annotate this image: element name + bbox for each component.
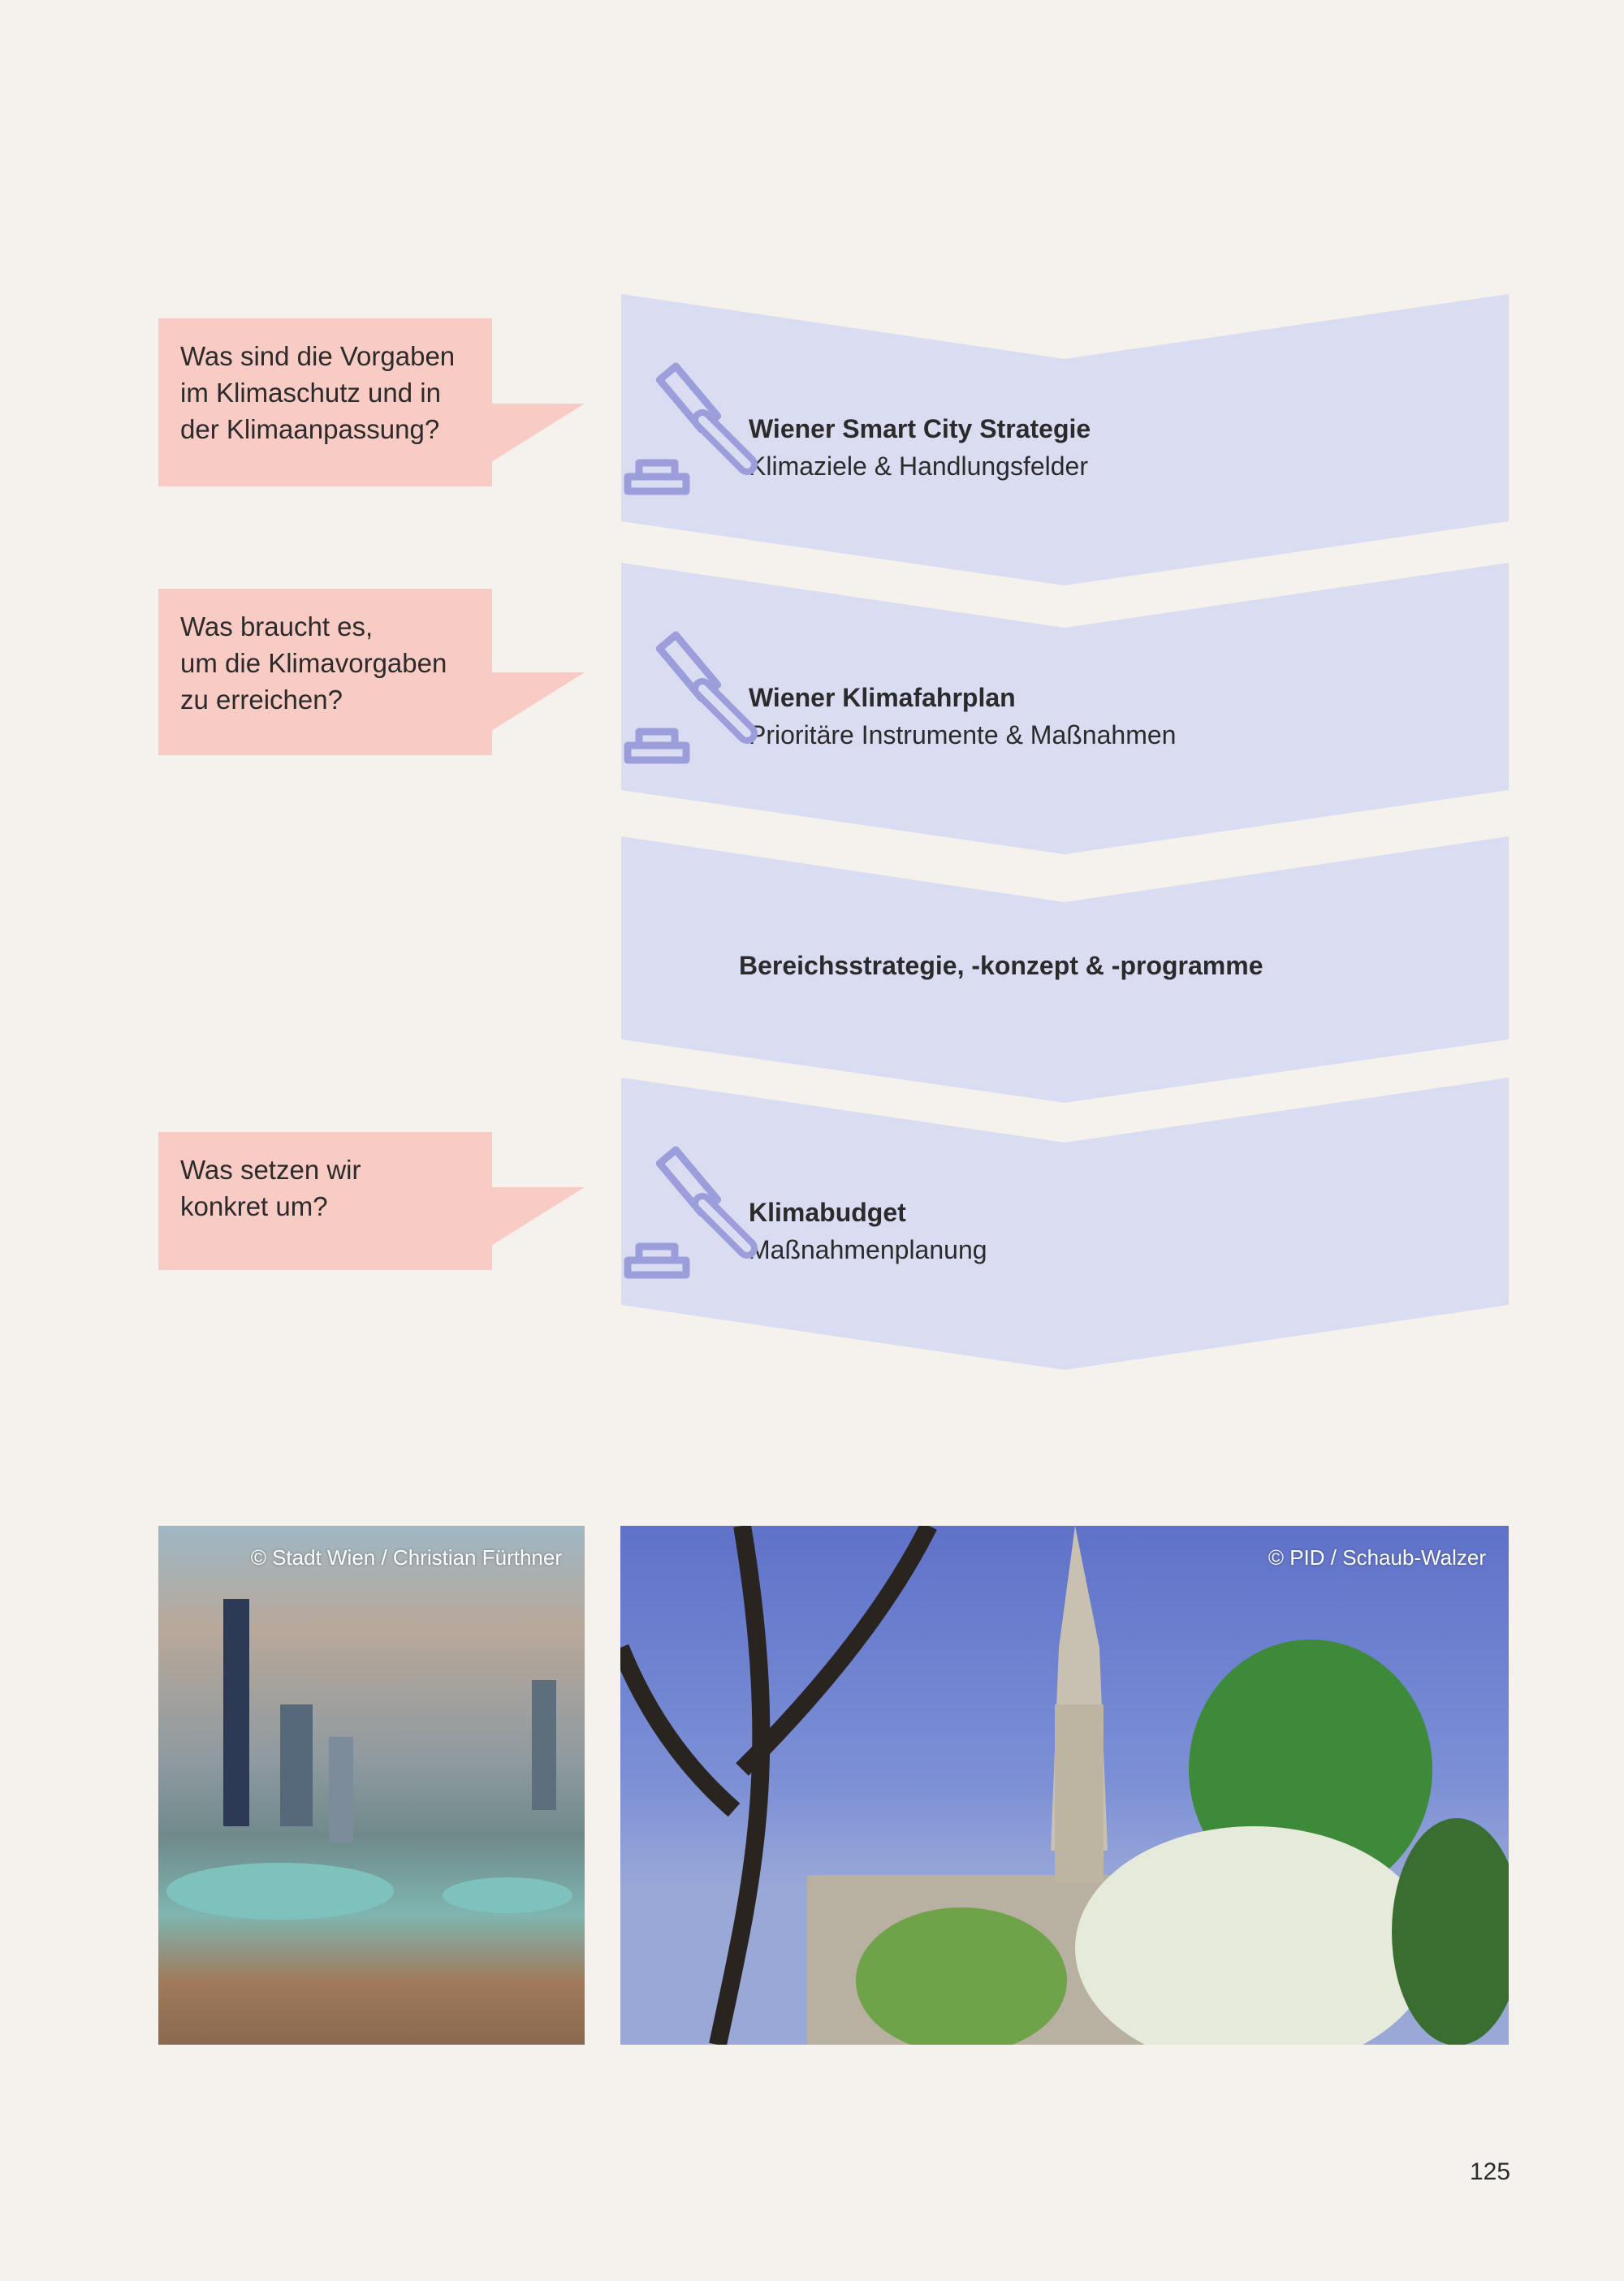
photo-credit: © PID / Schaub-Walzer	[1268, 1545, 1486, 1570]
level-title: Wiener Smart City Strategie	[749, 414, 1091, 443]
photo-vienna-city-hall: © PID / Schaub-Walzer	[620, 1526, 1509, 2045]
question-text: Was sind die Vorgaben im Klimaschutz und…	[180, 341, 456, 444]
photo-vienna-skyline: © Stadt Wien / Christian Fürthner	[158, 1526, 585, 2045]
page-number: 125	[1470, 2158, 1511, 2185]
level-title: Klimabudget	[749, 1198, 906, 1227]
gavel-icon	[624, 362, 758, 495]
chevron-level-4: Klimabudget Maßnahmenplanung	[621, 1078, 1509, 1372]
question-text: Was braucht es, um die Klimavorgaben zu …	[180, 611, 447, 715]
question-box-3: Was setzen wir konkret um?	[158, 1132, 492, 1270]
chevron-level-3: Bereichsstrategie, -konzept & -programme	[621, 836, 1509, 1104]
level-subtitle: Prioritäre Instrumente & Maßnahmen	[749, 720, 1177, 750]
chevron-level-1: Wiener Smart City Strategie Klimaziele &…	[621, 294, 1509, 586]
speech-tail	[491, 1187, 585, 1246]
speech-tail	[491, 404, 585, 462]
level-subtitle: Maßnahmenplanung	[749, 1235, 987, 1264]
chevron-level-2: Wiener Klimafahrplan Prioritäre Instrume…	[621, 563, 1509, 855]
level-title: Wiener Klimafahrplan	[749, 683, 1016, 712]
level-subtitle: Klimaziele & Handlungsfelder	[749, 451, 1088, 481]
gavel-icon	[624, 1146, 758, 1279]
question-box-1: Was sind die Vorgaben im Klimaschutz und…	[158, 318, 492, 486]
speech-tail	[491, 672, 585, 731]
gavel-icon	[624, 631, 758, 764]
level-title: Bereichsstrategie, -konzept & -programme	[739, 951, 1263, 980]
question-text: Was setzen wir konkret um?	[180, 1155, 361, 1221]
question-box-2: Was braucht es, um die Klimavorgaben zu …	[158, 589, 492, 755]
photo-credit: © Stadt Wien / Christian Fürthner	[250, 1545, 562, 1570]
